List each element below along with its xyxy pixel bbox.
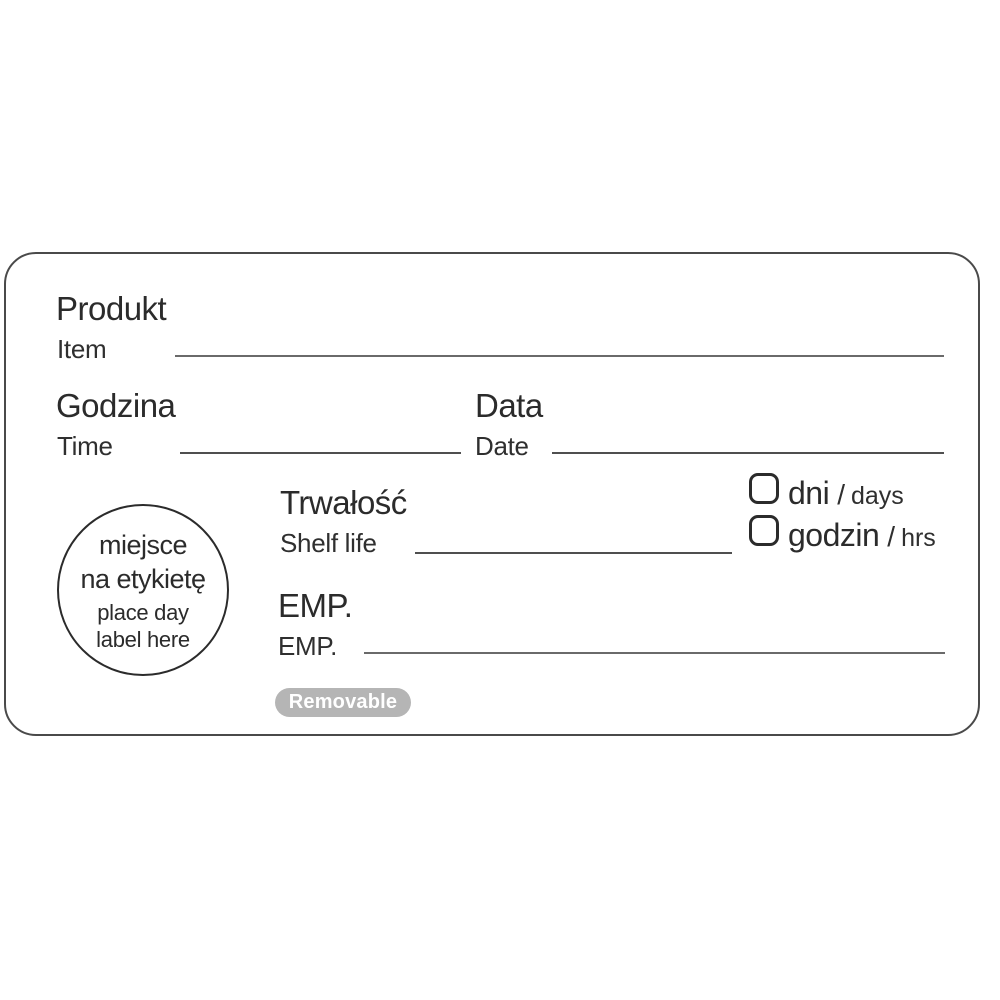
- days-option-label: dni / days: [788, 475, 904, 512]
- hours-label-en: hrs: [901, 524, 936, 552]
- emp-write-line[interactable]: [364, 652, 945, 654]
- day-label-placement-circle: miejsce na etykietę place day label here: [57, 504, 229, 676]
- emp-label-en: EMP.: [278, 631, 338, 661]
- hours-label-pl: godzin: [788, 517, 880, 553]
- date-label-pl: Data: [475, 387, 543, 424]
- circle-text-line2: na etykietę: [80, 563, 206, 594]
- food-rotation-label: Produkt Item Godzina Time Data Date Trwa…: [4, 252, 980, 736]
- removable-badge-text: Removable: [288, 691, 398, 713]
- hours-option-label: godzin / hrs: [788, 517, 936, 554]
- hours-label-separator: /: [887, 521, 896, 552]
- days-label-en: days: [850, 482, 904, 510]
- circle-text-line3: place day: [97, 599, 189, 625]
- hours-checkbox[interactable]: [749, 515, 779, 546]
- time-label-en: Time: [57, 431, 113, 461]
- shelf-life-write-line[interactable]: [415, 552, 732, 554]
- date-label-en: Date: [475, 431, 529, 461]
- removable-badge: Removable: [275, 688, 411, 717]
- days-label-pl: dni: [788, 475, 830, 511]
- time-write-line[interactable]: [180, 452, 461, 454]
- product-label-en: Item: [57, 334, 107, 364]
- days-checkbox[interactable]: [749, 473, 779, 504]
- emp-label-pl: EMP.: [278, 587, 353, 624]
- shelf-life-label-en: Shelf life: [280, 528, 377, 558]
- date-write-line[interactable]: [552, 452, 944, 454]
- circle-text-line4: label here: [96, 626, 190, 652]
- shelf-life-label-pl: Trwałość: [280, 484, 407, 521]
- product-write-line[interactable]: [175, 355, 944, 357]
- days-label-separator: /: [837, 479, 845, 510]
- product-label-pl: Produkt: [56, 290, 167, 327]
- circle-text-line1: miejsce: [98, 529, 188, 560]
- time-label-pl: Godzina: [56, 387, 176, 424]
